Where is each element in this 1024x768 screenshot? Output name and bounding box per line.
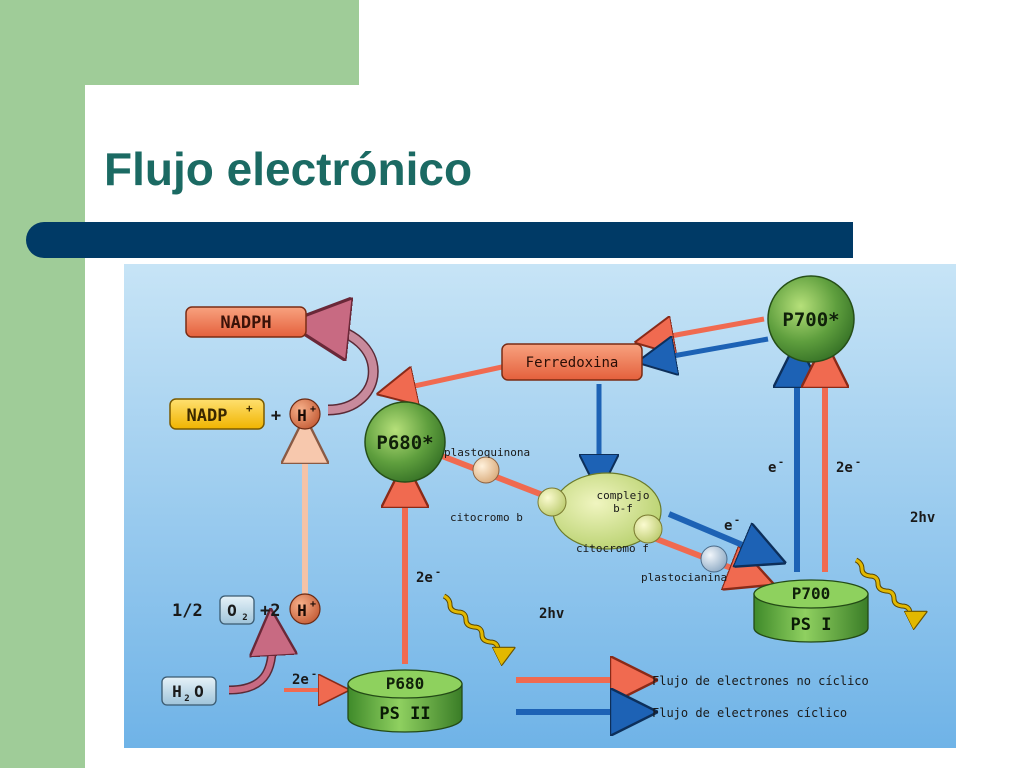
h2o-o: O	[194, 682, 204, 701]
ps2-body-label: PS II	[379, 704, 430, 724]
o2-box: O 2	[220, 596, 254, 624]
ps2-cylinder: P680 PS II	[348, 670, 462, 732]
h-top-sup: +	[310, 404, 316, 415]
ferredoxina-box: Ferredoxina	[502, 344, 642, 380]
svg-text:e: e	[724, 518, 732, 534]
ps1-cylinder: P700 PS I	[754, 580, 868, 642]
h-bottom-sup: +	[310, 599, 316, 610]
h2o-box: H 2 O	[162, 677, 216, 705]
svg-text:-: -	[311, 669, 317, 680]
h-plus-bottom: H +	[290, 594, 320, 624]
nadp-box: NADP +	[170, 399, 264, 429]
two-hv-ps2-label: 2hv	[539, 606, 564, 622]
page-title: Flujo electrónico	[104, 142, 472, 196]
plastocianina-ball	[701, 546, 727, 572]
half-label: 1/2	[172, 601, 203, 621]
ps2-top-label: P680	[386, 674, 425, 693]
top-green-corner	[85, 0, 359, 85]
h-top-label: H	[297, 406, 307, 425]
h2o-h: H	[172, 682, 182, 701]
ps1-body-label: PS I	[791, 615, 832, 635]
diagram-svg: NADPH NADP + + H + Ferredoxina P700* P68…	[124, 264, 956, 748]
p680-star-sphere: P680*	[365, 402, 445, 482]
citocromo-b-label: citocromo b	[450, 511, 523, 524]
svg-text:2e: 2e	[836, 460, 853, 476]
p700-star-label: P700*	[782, 309, 839, 331]
h-bottom-label: H	[297, 601, 307, 620]
svg-text:-: -	[778, 457, 784, 468]
citocromo-f-label: citocromo f	[576, 542, 649, 555]
nadph-label: NADPH	[220, 313, 271, 333]
svg-text:-: -	[855, 457, 861, 468]
plastoquinona-ball	[473, 457, 499, 483]
nadph-box: NADPH	[186, 307, 306, 337]
left-green-band	[0, 0, 85, 768]
citocromo-f-ball	[634, 515, 662, 543]
nadp-sup: +	[246, 402, 253, 415]
two-hv-ps1-label: 2hv	[910, 510, 935, 526]
p680-star-label: P680*	[376, 432, 433, 454]
legend-cyclic-label: Flujo de electrones cíclico	[652, 706, 847, 720]
ps1-top-label: P700	[792, 584, 831, 603]
ferredoxina-label: Ferredoxina	[526, 355, 619, 371]
p700-star-sphere: P700*	[768, 276, 854, 362]
plus-sign: +	[271, 406, 281, 426]
svg-text:2e: 2e	[292, 672, 309, 688]
plus-two-label: +2	[260, 601, 280, 621]
nadp-label: NADP	[187, 406, 228, 426]
title-underline-bar	[26, 222, 853, 258]
photosynthesis-diagram: NADPH NADP + + H + Ferredoxina P700* P68…	[124, 264, 956, 748]
h-plus-top: H +	[290, 399, 320, 429]
citocromo-b-ball	[538, 488, 566, 516]
complex-label-line1: complejo	[597, 489, 650, 502]
plastocianina-label: plastocianina	[641, 571, 727, 584]
o2-sub: 2	[242, 613, 247, 623]
complex-label-line2: b-f	[613, 502, 633, 515]
legend-noncyclic-label: Flujo de electrones no cíclico	[652, 674, 869, 688]
svg-text:2e: 2e	[416, 570, 433, 586]
svg-text:e: e	[768, 460, 776, 476]
plastoquinona-label: plastoquinona	[444, 446, 530, 459]
svg-text:-: -	[435, 567, 441, 578]
svg-text:-: -	[734, 515, 740, 526]
o2-label: O	[227, 601, 237, 620]
h2o-sub: 2	[184, 694, 189, 704]
